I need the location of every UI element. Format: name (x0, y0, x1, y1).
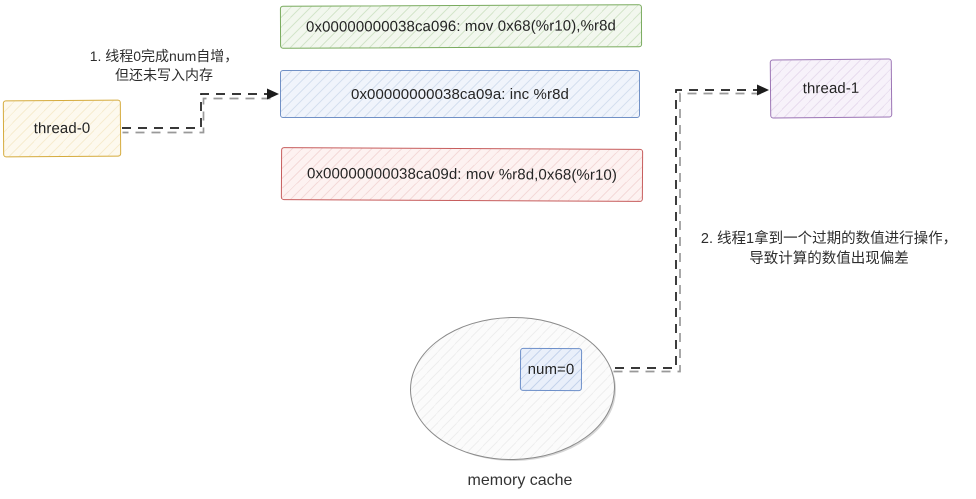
annotation-step-2-line-1: 2. 线程1拿到一个过期的数值进行操作， (700, 231, 958, 247)
connector-thread0-to-inc (122, 93, 270, 129)
annotation-step-1: 1. 线程0完成num自增， 但还未写入内存 (58, 47, 270, 85)
num-value-box: num=0 (519, 347, 583, 392)
thread-0-box: thread-0 (2, 99, 122, 158)
annotation-step-1-line-1: 1. 线程0完成num自增， (89, 48, 239, 64)
thread-0-label: thread-0 (33, 119, 91, 138)
arrowhead-to-thread1-icon (757, 84, 769, 96)
annotation-step-2: 2. 线程1拿到一个过期的数值进行操作， 导致计算的数值出现偏差 (683, 229, 975, 269)
instruction-box-load: 0x00000000038ca096: mov 0x68(%r10),%r8d (279, 4, 643, 49)
instruction-text-store: 0x00000000038ca09d: mov %r8d,0x68(%r10) (306, 165, 618, 184)
thread-1-box: thread-1 (769, 58, 893, 119)
memory-cache-label: memory cache (467, 472, 573, 489)
instruction-text-inc: 0x00000000038ca09a: inc %r8d (351, 85, 569, 103)
instruction-text-load: 0x00000000038ca096: mov 0x68(%r10),%r8d (305, 17, 617, 36)
instruction-box-inc: 0x00000000038ca09a: inc %r8d (280, 70, 640, 118)
instruction-box-store: 0x00000000038ca09d: mov %r8d,0x68(%r10) (280, 147, 644, 202)
thread-1-label: thread-1 (802, 79, 860, 98)
memory-cache-ellipse (408, 315, 617, 462)
annotation-step-1-line-2: 但还未写入内存 (115, 67, 213, 83)
annotation-step-2-line-2: 导致计算的数值出现偏差 (749, 251, 909, 267)
connector-thread0-to-inc-ghost (122, 97, 272, 134)
num-value-text: num=0 (527, 360, 575, 379)
arrowhead-to-inc-icon (267, 88, 279, 100)
